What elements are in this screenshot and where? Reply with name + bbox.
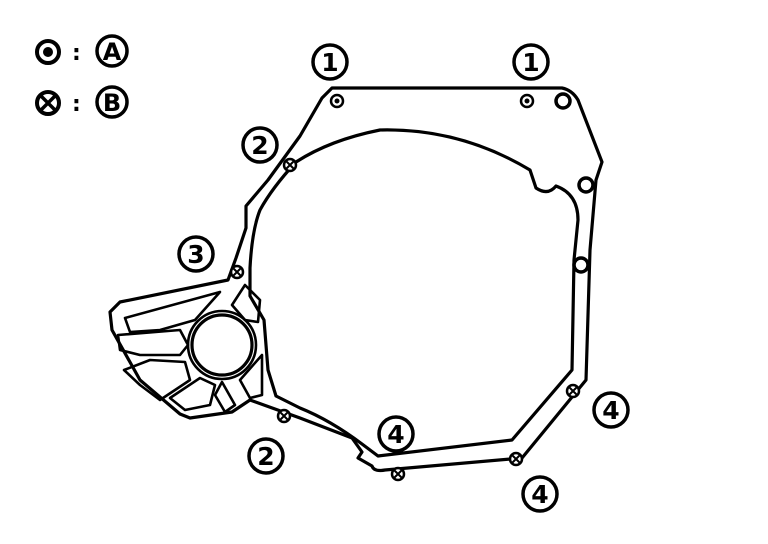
bolt-b-icon <box>229 264 245 280</box>
callout-four: 4 <box>377 415 415 453</box>
dot-bolt-icon <box>35 39 61 65</box>
bolt-b-icon <box>565 383 581 399</box>
bolt-a-icon <box>329 93 345 109</box>
legend-a: : A <box>35 34 129 68</box>
bolt-b-icon <box>508 451 524 467</box>
callout-number: 1 <box>321 48 338 77</box>
legend-separator: : <box>72 92 81 117</box>
callout-number: 3 <box>187 240 204 269</box>
legend-b: : B <box>35 85 129 119</box>
callout-number: 4 <box>531 480 548 509</box>
callout-three: 3 <box>177 235 215 273</box>
callout-four: 4 <box>521 475 559 513</box>
legend-circle <box>95 34 129 68</box>
callout-four: 4 <box>592 391 630 429</box>
callout-one: 1 <box>311 43 349 81</box>
legend-circle <box>95 85 129 119</box>
callout-number: 4 <box>602 396 619 425</box>
legend-label-b: B <box>103 89 121 117</box>
bolt-a-icon <box>519 93 535 109</box>
cross-bolt-icon <box>35 90 61 116</box>
legend-separator: : <box>72 41 81 66</box>
legend-label-a: A <box>103 38 122 66</box>
bolt-b-icon <box>276 408 292 424</box>
gasket-hole <box>577 176 595 194</box>
gasket-outer-outline <box>108 86 604 473</box>
callout-number: 2 <box>251 131 268 160</box>
gasket-hole <box>572 256 590 274</box>
callout-number: 4 <box>387 420 404 449</box>
bolt-b-icon <box>390 466 406 482</box>
gasket-hole <box>554 92 572 110</box>
gasket-inner-opening <box>248 128 580 458</box>
callout-two: 2 <box>247 437 285 475</box>
callout-number: 1 <box>522 48 539 77</box>
gasket-extension <box>116 283 264 414</box>
callout-two: 2 <box>241 126 279 164</box>
callout-one: 1 <box>512 43 550 81</box>
bolt-b-icon <box>282 157 298 173</box>
callout-number: 2 <box>257 442 274 471</box>
